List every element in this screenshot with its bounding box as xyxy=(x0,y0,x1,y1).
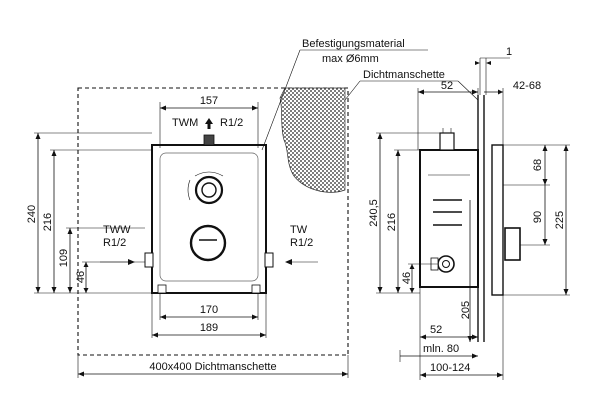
tw-arrow-icon xyxy=(285,259,292,265)
side-view: 52 42-68 240,5 216 46 205 68 xyxy=(368,80,570,380)
side-cover-plate xyxy=(491,144,504,296)
dim-42-68: 42-68 xyxy=(513,80,541,92)
front-view: 157 TWM R1/2 240 216 109 46 TWW R1/2 TW xyxy=(26,87,349,378)
dim-90: 90 xyxy=(532,211,544,223)
label-twm-thread: R1/2 xyxy=(220,117,243,129)
dim-1: 1 xyxy=(506,46,512,58)
dim-157: 157 xyxy=(200,95,218,107)
twm-connector xyxy=(203,134,215,146)
dim-68: 68 xyxy=(532,159,544,171)
dim-205: 205 xyxy=(460,301,472,319)
dim-170: 170 xyxy=(200,304,218,316)
dim-109: 109 xyxy=(58,249,70,267)
shutoff-valve xyxy=(189,224,227,262)
dim-400x400: 400x400 Dichtmanschette xyxy=(149,361,276,373)
label-befestigung-spec: max Ø6mm xyxy=(322,53,379,65)
dim-100-124: 100-124 xyxy=(430,362,470,374)
label-tw-thread: R1/2 xyxy=(290,237,313,249)
mixer-box-body xyxy=(151,144,267,294)
label-tww: TWW xyxy=(103,224,131,236)
tw-inlet xyxy=(264,252,274,268)
dim-189: 189 xyxy=(200,322,218,334)
dim-216: 216 xyxy=(42,213,54,231)
label-dichtmanschette: Dichtmanschette xyxy=(363,69,445,81)
dim-52-top: 52 xyxy=(441,80,453,92)
thermostat-cartridge-inner xyxy=(201,182,217,198)
callouts: Befestigungsmaterial max Ø6mm Dichtmansc… xyxy=(261,38,512,151)
dim-225: 225 xyxy=(554,211,566,229)
twm-arrow-icon xyxy=(205,118,213,129)
tww-inlet xyxy=(144,252,154,268)
dim-240: 240 xyxy=(26,205,38,223)
dim-46-front: 46 xyxy=(75,271,87,283)
dim-min-80: mln. 80 xyxy=(423,343,459,355)
label-tww-thread: R1/2 xyxy=(103,237,126,249)
label-tw: TW xyxy=(290,224,308,236)
sealing-sleeve-outline xyxy=(77,87,349,356)
label-befestigungsmaterial: Befestigungsmaterial xyxy=(302,38,405,50)
dim-52-bottom: 52 xyxy=(430,324,442,336)
label-twm: TWM xyxy=(172,117,198,129)
tww-arrow-icon xyxy=(128,259,135,265)
side-top-connector xyxy=(439,132,455,151)
dim-216-side: 216 xyxy=(386,213,398,231)
side-handle xyxy=(504,227,521,261)
mixer-box-mount-plate xyxy=(159,152,259,282)
plaster-hatch-area xyxy=(279,87,346,193)
dim-240-5: 240,5 xyxy=(368,199,380,227)
dim-46-side: 46 xyxy=(401,272,413,284)
